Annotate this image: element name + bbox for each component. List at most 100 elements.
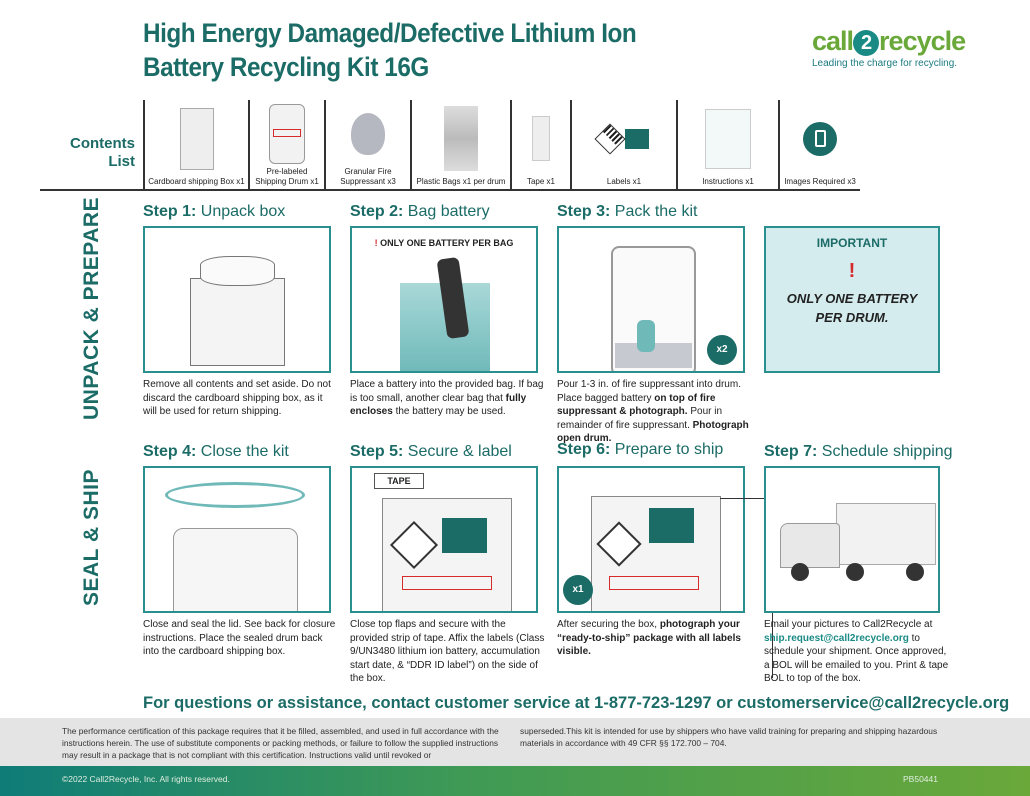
contents-label-line: List [108,153,135,170]
step-6-title: Step 6: Prepare to ship [557,441,723,459]
important-line: PER DRUM. [815,310,889,325]
logo-text: recycle [879,26,966,56]
step-5-text: Close top flaps and secure with the prov… [350,619,545,684]
text: Email your pictures to Call2Recycle at [764,619,933,630]
content-item-label: Labels x1 [606,177,642,186]
drum-icon [173,528,298,611]
open-box-icon [190,278,285,366]
content-item-label: Instructions x1 [702,177,754,186]
content-item-label: Cardboard shipping Box x1 [148,177,245,186]
step-number: Step 1: [143,203,197,220]
step-1-illustration [143,226,331,373]
instructions-icon [705,108,751,169]
disclaimer-band: The performance certification of this pa… [0,718,1030,766]
step-number: Step 2: [350,203,404,220]
text: Place a battery into the provided bag. I… [350,379,544,404]
step-2-text: Place a battery into the provided bag. I… [350,378,545,419]
hazard-label-icon [594,122,626,155]
logo-circle: 2 [853,29,880,56]
page-title: High Energy Damaged/Defective Lithium Io… [143,16,637,84]
drum-icon [269,103,305,164]
step-7-title: Step 7: Schedule shipping [764,443,953,461]
step-4-title: Step 4: Close the kit [143,443,289,461]
step-6-illustration: x1 [557,466,745,613]
photo-badge-icon: x2 [707,335,737,365]
step-number: Step 7: [764,443,818,460]
tape-icon [532,116,550,161]
step-name: Unpack box [200,203,286,220]
step-5-illustration: TAPE [350,466,538,613]
footer: ©2022 Call2Recycle, Inc. All rights rese… [0,766,1030,796]
step-3-title: Step 3: Pack the kit [557,203,698,221]
step-2-illustration: ! ONLY ONE BATTERY PER BAG [350,226,538,373]
bag-icon [351,112,385,155]
plastic-bag-icon [444,106,478,171]
text: to schedule your shipment. Once approved… [764,632,949,685]
step-7-text: Email your pictures to Call2Recycle at s… [764,618,949,686]
content-item-labels: Labels x1 [570,100,676,190]
photo-badge-icon: x1 [563,575,593,605]
step-5-title: Step 5: Secure & label [350,443,512,461]
step-2-title: Step 2: Bag battery [350,203,490,221]
title-line-1: High Energy Damaged/Defective Lithium Io… [143,18,637,48]
box-icon [179,107,214,170]
tape-label: TAPE [374,473,424,489]
warning-icon: ! [848,260,856,282]
text: Pour 1-3 in. of fire suppressant into dr… [557,379,741,404]
text-bold: Photograph open drum. [557,419,749,445]
content-item-label: Images Required x3 [784,177,856,186]
content-item-tape: Tape x1 [510,100,570,190]
content-item-label: Tape x1 [526,177,556,186]
text-bold: fully encloses [350,392,527,418]
step-name: Schedule shipping [821,443,953,460]
title-line-2: Battery Recycling Kit 16G [143,52,429,82]
contact-line: For questions or assistance, contact cus… [143,694,1010,712]
step-name: Prepare to ship [614,441,724,458]
text: Pour in remainder of fire suppressant. [557,406,723,431]
step-3-text: Pour 1-3 in. of fire suppressant into dr… [557,378,752,446]
text-bold: on top of fire suppressant & photograph. [557,392,716,418]
step-number: Step 5: [350,443,404,460]
content-item-instructions: Instructions x1 [676,100,778,190]
contents-divider [40,189,860,191]
step-1-text: Remove all contents and set aside. Do no… [143,379,331,417]
content-item-drum: Pre-labeled Shipping Drum x1 [248,100,324,190]
logo-tagline: Leading the charge for recycling. [812,58,958,69]
step-name: Bag battery [407,203,490,220]
logo-text: call [812,26,854,56]
warning-icon: ! [374,238,381,248]
content-item-plastic-bags: Plastic Bags x1 per drum [410,100,510,190]
text: the battery may be used. [392,406,506,417]
content-item-box: Cardboard shipping Box x1 [143,100,248,190]
connector-line [720,498,773,499]
disclaimer-col-2: superseded.This kit is intended for use … [520,726,938,748]
contents-label-line: Contents [70,135,135,152]
content-item-images: Images Required x3 [778,100,860,190]
step-number: Step 4: [143,443,197,460]
step-name: Pack the kit [614,203,698,220]
content-item-suppressant: Granular Fire Suppressant x3 [324,100,410,190]
section-label-seal: SEAL & SHIP [80,469,103,606]
disclaimer-col-1: The performance certification of this pa… [62,726,499,760]
warning-banner: ONLY ONE BATTERY PER BAG [380,238,514,248]
step-4-illustration [143,466,331,613]
step-6-text: After securing the box, photograph your … [557,618,752,659]
important-text: ONLY ONE BATTERY PER DRUM. [766,289,938,327]
contents-list-label: Contents List [60,135,135,171]
important-line: ONLY ONE BATTERY [786,291,918,306]
step-4-text: Close and seal the lid. See back for clo… [143,619,336,657]
email-link[interactable]: ship.request@call2recycle.org [764,632,909,644]
step-name: Close the kit [200,443,289,460]
copyright: ©2022 Call2Recycle, Inc. All rights rese… [62,774,230,784]
step-number: Step 3: [557,203,611,220]
drum-lid-icon [165,482,305,508]
text-bold: photograph your “ready-to-ship” package … [557,619,741,657]
phone-camera-icon [803,121,837,156]
step-1-title: Step 1: Unpack box [143,203,285,221]
step-7-illustration [764,466,940,613]
text: After securing the box, [557,619,660,630]
content-item-label: Pre-labeled Shipping Drum x1 [255,167,319,186]
step-3-illustration: x2 [557,226,745,373]
